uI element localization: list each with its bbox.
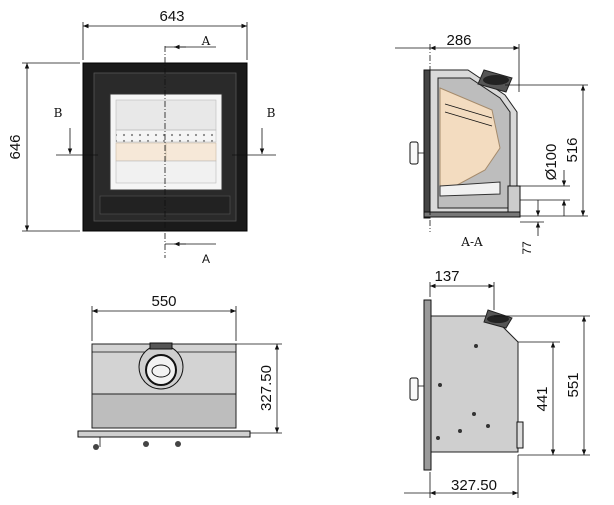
section-height-label: 516 bbox=[564, 137, 581, 162]
top-depth-label: 327.50 bbox=[258, 365, 275, 411]
side-top-label: 137 bbox=[434, 268, 459, 285]
offset-label: 77 bbox=[520, 241, 534, 255]
diameter-label: Ø100 bbox=[543, 144, 560, 181]
side-inner-height-label: 441 bbox=[534, 386, 551, 411]
top-width-label: 550 bbox=[151, 293, 176, 310]
top-view: 550 327.50 bbox=[77, 293, 282, 450]
side-depth-label: 327.50 bbox=[451, 477, 497, 494]
section-b-left-label: B bbox=[54, 106, 63, 120]
section-a-top-label: A bbox=[201, 34, 211, 48]
side-height-label: 551 bbox=[565, 372, 582, 397]
side-view: 137 441 551 327.50 bbox=[404, 268, 590, 498]
section-caption: A-A bbox=[460, 235, 483, 249]
section-top-label: 286 bbox=[446, 32, 471, 49]
front-height-label: 646 bbox=[7, 134, 24, 159]
section-b-right-label: B bbox=[267, 106, 276, 120]
section-a-bottom-label: A bbox=[202, 252, 210, 266]
section-view: 286 516 Ø100 77 A-A bbox=[395, 32, 588, 255]
front-view: 643 646 A A B B bbox=[7, 8, 276, 266]
front-width-label: 643 bbox=[159, 8, 184, 25]
